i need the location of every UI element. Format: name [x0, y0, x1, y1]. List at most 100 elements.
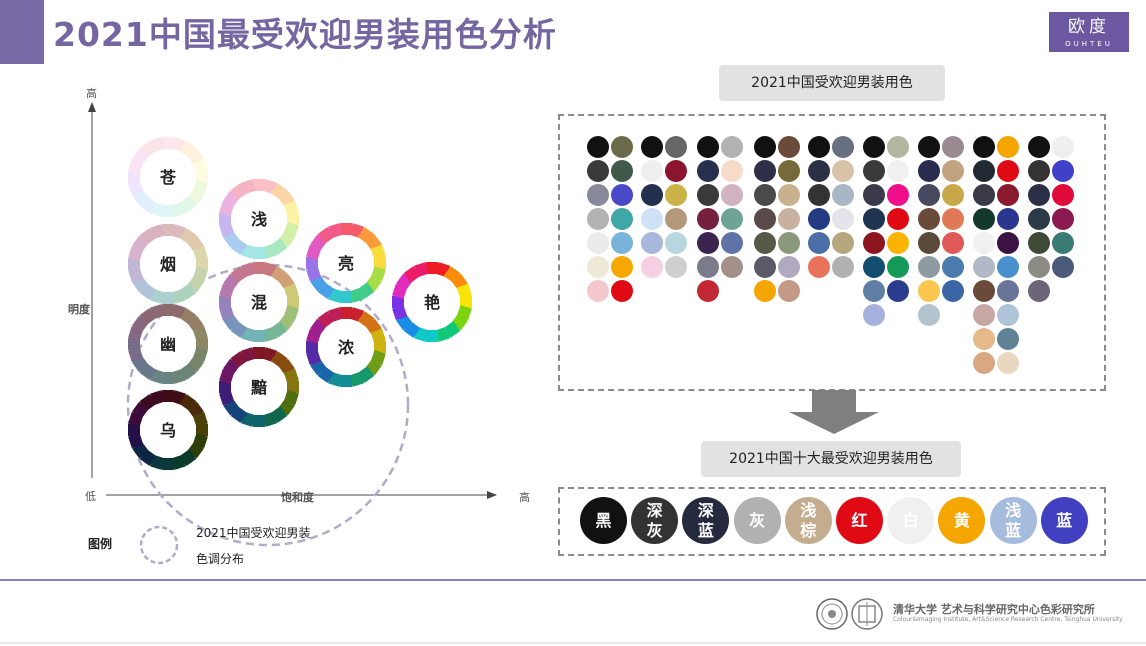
color-swatch [997, 232, 1019, 254]
color-swatch [721, 256, 743, 278]
color-swatch [754, 280, 776, 302]
color-swatch [887, 208, 909, 230]
top10-color-5: 浅棕 [784, 497, 832, 544]
color-swatch [1052, 232, 1074, 254]
legend-label: 图例 [88, 537, 113, 551]
tone-wheel-swatch [370, 244, 386, 261]
color-swatch [863, 136, 885, 158]
color-swatch [1028, 208, 1050, 230]
top10-color-10: 蓝 [1040, 497, 1088, 544]
tone-wheel-swatch [128, 338, 140, 350]
tone-wheel-swatch [253, 179, 265, 191]
color-swatch [887, 256, 909, 278]
color-swatch [697, 280, 719, 302]
tone-wheel-label: 幽 [160, 335, 176, 354]
color-swatch [778, 208, 800, 230]
color-swatch [942, 184, 964, 206]
color-swatch [832, 136, 854, 158]
color-swatch [778, 232, 800, 254]
tone-wheel-swatch [374, 257, 386, 269]
color-swatch [611, 256, 633, 278]
x-axis-title: 饱和度 [281, 491, 314, 504]
top10-color-label: 深蓝 [697, 500, 714, 540]
tone-wheel-swatch [240, 262, 257, 278]
tone-wheel-swatch [456, 283, 472, 300]
tone-wheel-swatch [327, 223, 344, 239]
color-swatch [697, 256, 719, 278]
tone-wheel-swatch [170, 201, 187, 217]
color-swatch [918, 256, 940, 278]
color-swatch [942, 232, 964, 254]
footer-divider [0, 579, 1146, 581]
color-swatch [997, 160, 1019, 182]
tone-wheel-swatch [219, 381, 231, 393]
color-swatch [973, 328, 995, 350]
color-swatch [832, 256, 854, 278]
tone-wheel-4: 亮 [306, 223, 386, 303]
top10-color-label: 红 [851, 510, 868, 530]
color-swatch [918, 184, 940, 206]
tone-wheel-swatch [306, 257, 318, 269]
tone-wheel-swatch [340, 223, 352, 235]
color-swatch [863, 160, 885, 182]
color-swatch [973, 184, 995, 206]
tone-wheel-swatch [196, 424, 208, 436]
color-swatch [832, 208, 854, 230]
tone-wheel-swatch [162, 292, 174, 304]
color-swatch [778, 280, 800, 302]
tone-wheel-swatch [426, 262, 438, 274]
top10-box [558, 487, 1106, 556]
tone-wheel-swatch [162, 224, 174, 236]
tone-wheel-swatch [170, 454, 187, 470]
tone-wheel-swatch [149, 224, 166, 240]
tone-wheel-label: 亮 [338, 254, 354, 273]
top10-color-8: 黄 [938, 497, 986, 544]
top10-title: 2021中国十大最受欢迎男装用色 [701, 441, 961, 477]
tone-wheel-swatch [287, 381, 299, 393]
popular-colors-box [558, 114, 1106, 391]
y-axis-title: 明度 [68, 303, 90, 316]
tone-wheel-10: 乌 [128, 390, 208, 470]
university-seal-icon [816, 598, 848, 630]
color-swatch [778, 256, 800, 278]
top10-color-label: 黄 [953, 510, 970, 530]
tone-wheel-swatch [306, 349, 322, 366]
color-swatch [942, 160, 964, 182]
legend-dashed-circle-icon [139, 525, 179, 565]
top10-color-label: 蓝 [1056, 510, 1073, 530]
color-swatch [918, 304, 940, 326]
tone-wheel-swatch [149, 390, 166, 406]
color-swatch [611, 160, 633, 182]
tone-wheel-swatch [348, 371, 365, 387]
tone-wheel-swatch [283, 200, 299, 217]
top10-color-1: 黑 [580, 497, 627, 544]
color-swatch [887, 280, 909, 302]
top10-color-label: 黑 [595, 510, 612, 530]
tone-wheel-swatch [219, 389, 235, 406]
brand-logo: 欧度 OUHTEU [1049, 12, 1129, 52]
popular-colors-title: 2021中国受欢迎男装用色 [719, 65, 945, 101]
tone-wheel-swatch [240, 347, 257, 363]
color-swatch [887, 184, 909, 206]
color-swatch [587, 160, 609, 182]
color-swatch [641, 208, 663, 230]
tone-wheel-swatch [128, 258, 140, 270]
tone-wheel-swatch [240, 179, 257, 195]
tone-wheel-swatch [128, 266, 144, 283]
tone-wheel-label: 烟 [160, 255, 176, 274]
color-swatch [697, 208, 719, 230]
color-swatch [721, 160, 743, 182]
tone-chart: 苍浅烟亮混艳幽浓黯乌 [88, 102, 497, 547]
tone-wheel-swatch [162, 304, 174, 316]
color-swatch [832, 160, 854, 182]
color-swatch [754, 184, 776, 206]
down-arrow-icon [789, 390, 879, 434]
color-swatch [887, 160, 909, 182]
color-swatch [611, 280, 633, 302]
color-swatch [808, 184, 830, 206]
tone-wheel-7: 幽 [128, 304, 208, 384]
top10-color-label: 浅蓝 [1005, 500, 1022, 540]
color-swatch [1028, 256, 1050, 278]
tone-wheel-swatch [434, 326, 451, 342]
tone-wheel-label: 浅 [251, 210, 267, 229]
